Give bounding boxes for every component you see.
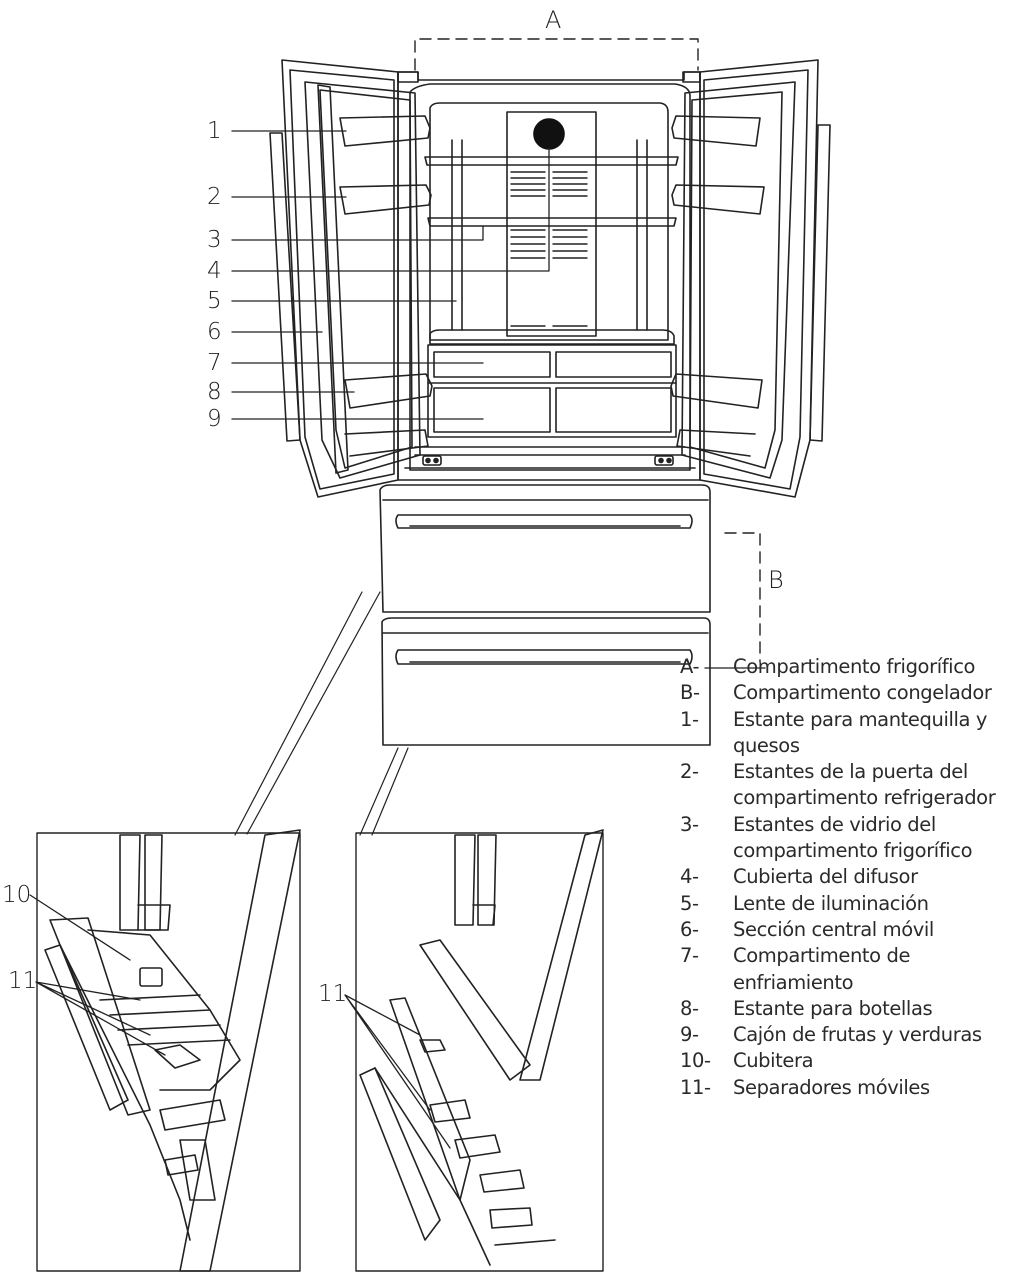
- butter-bin: [339, 115, 431, 147]
- callout-10: 10: [2, 882, 32, 908]
- callout-3: 3: [207, 227, 222, 253]
- callout-8: 8: [207, 379, 222, 405]
- air-duct: [506, 111, 597, 337]
- center-mullion: [317, 84, 349, 474]
- legend-item: 2- Estantes de la puerta del compartiment…: [680, 759, 1012, 812]
- legend-item: 8- Estante para botellas: [680, 996, 1012, 1022]
- callout-1: 1: [207, 118, 222, 144]
- legend-key: 7-: [680, 944, 699, 968]
- right-door: [670, 59, 831, 498]
- chiller-drawer-left: [433, 351, 551, 378]
- legend-item: 6- Sección central móvil: [680, 917, 1012, 943]
- callout-9: 9: [207, 406, 222, 432]
- crisper-drawer-left: [433, 387, 551, 433]
- legend-text: Compartimento frigorífico: [733, 655, 976, 678]
- door-bin-left: [339, 184, 432, 215]
- legend-item: 4- Cubierta del difusor: [680, 864, 1012, 890]
- dimension-a-label: A: [545, 6, 562, 34]
- legend-item: 7- Compartimento de enfriamiento: [680, 943, 1012, 996]
- legend-item: 5- Lente de iluminación: [680, 891, 1012, 917]
- legend-text: Cajón de frutas y verduras: [733, 1023, 982, 1047]
- glass-shelf-1: [424, 156, 679, 166]
- callout-11-left: 11: [8, 968, 38, 994]
- callout-7: 7: [207, 350, 222, 376]
- legend-key: 4-: [680, 865, 699, 889]
- legend-key: 5-: [680, 891, 699, 915]
- legend-item: 11- Separadores móviles: [680, 1075, 1012, 1101]
- diffuser-cover: [533, 118, 565, 150]
- door-bin-right: [671, 184, 765, 215]
- callout-5: 5: [207, 288, 222, 314]
- legend-item: 3- Estantes de vidrio del compartimento f…: [680, 812, 1012, 865]
- callout-6: 6: [207, 319, 222, 345]
- legend-key: 9-: [680, 1023, 699, 1047]
- legend-text: Estante para botellas: [733, 996, 933, 1020]
- dimension-a-bracket: [414, 38, 699, 71]
- legend-key: 1-: [680, 707, 699, 731]
- glass-shelf-2: [427, 217, 677, 227]
- legend-text: Estantes de la puerta del compartimento …: [733, 760, 996, 810]
- callout-11-right: 11: [318, 981, 348, 1007]
- legend-item: 9- Cajón de frutas y verduras: [680, 1022, 1012, 1048]
- upper-freezer-drawer: [379, 484, 711, 613]
- legend-key: 2-: [680, 760, 699, 784]
- legend-item: A- Compartimento frigorífico: [680, 654, 1012, 680]
- legend-key: 3-: [680, 812, 699, 836]
- legend-text: Cubierta del difusor: [733, 865, 918, 889]
- legend-key: 11-: [680, 1075, 711, 1099]
- legend-key: B-: [680, 681, 700, 705]
- detail-ice-tray: [36, 829, 301, 1272]
- legend-key: 10-: [680, 1049, 711, 1073]
- left-door: [269, 59, 433, 498]
- chiller-shelf: [429, 329, 675, 345]
- door-bin-right-top: [671, 115, 761, 147]
- legend-item: 1- Estante para mantequilla y quesos: [680, 707, 1012, 760]
- legend-key: 6-: [680, 917, 699, 941]
- legend-text: Estante para mantequilla y quesos: [733, 707, 987, 757]
- callout-2: 2: [207, 184, 222, 210]
- crisper-drawer-right: [555, 387, 672, 433]
- bottle-bin-right: [670, 373, 763, 409]
- dimension-b-bracket: [724, 532, 761, 663]
- legend-text: Lente de iluminación: [733, 891, 929, 915]
- callout-4: 4: [207, 258, 222, 284]
- upper-drawer-handle: [395, 514, 693, 529]
- legend-text: Compartimento de enfriamiento: [733, 944, 911, 994]
- detail-dividers: [355, 829, 604, 1272]
- legend-text: Cubitera: [733, 1049, 814, 1073]
- legend-item: 10- Cubitera: [680, 1048, 1012, 1074]
- fridge-cabinet: [397, 71, 701, 481]
- dimension-b-label: B: [768, 566, 784, 594]
- legend-text: Separadores móviles: [733, 1075, 930, 1099]
- leader-lines: [29, 130, 766, 1149]
- legend-text: Sección central móvil: [733, 917, 934, 941]
- bottle-bin-left: [344, 373, 433, 409]
- legend-key: A-: [680, 655, 700, 678]
- legend-text: Estantes de vidrio del compartimento fri…: [733, 812, 973, 863]
- duct-vents: [510, 171, 588, 327]
- legend-item: B- Compartimento congelador: [680, 680, 1012, 706]
- freezer-drawers: [379, 484, 711, 746]
- lower-freezer-drawer: [381, 617, 711, 746]
- lower-drawer-handle: [395, 649, 693, 665]
- chiller-drawer-right: [555, 351, 672, 378]
- legend-text: Compartimento congelador: [733, 681, 992, 705]
- legend-key: 8-: [680, 996, 699, 1020]
